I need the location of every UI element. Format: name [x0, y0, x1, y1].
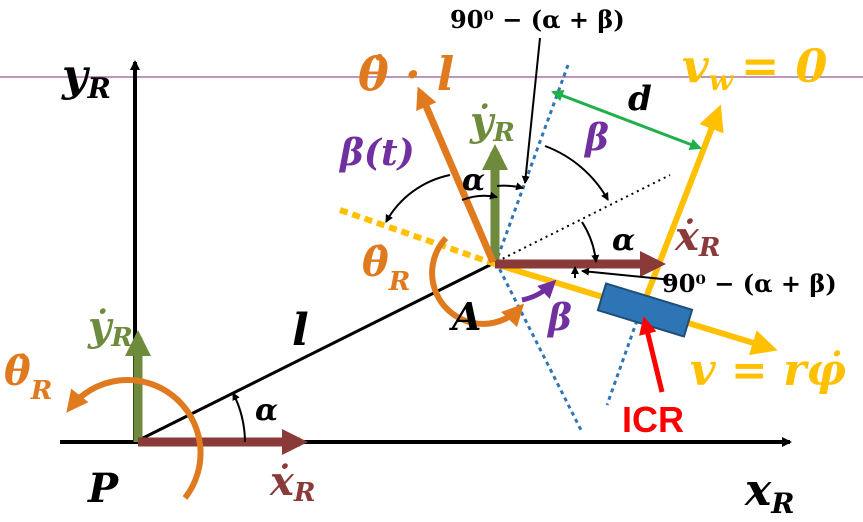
beta-t-arc	[385, 174, 451, 223]
theta-l-arrow	[416, 86, 497, 264]
thetadot-rotation-mid	[429, 235, 525, 328]
label-angle-top: 90⁰ − (α + β)	[450, 5, 625, 34]
label-l: l	[292, 305, 309, 356]
icr-arrow	[639, 316, 665, 393]
label-A: A	[449, 294, 481, 339]
line-l-extension	[491, 174, 671, 265]
label-xdot-R-bottom: ẋR	[269, 458, 315, 508]
label-alpha-bottom: α	[255, 393, 278, 428]
label-ydot-R-left: ẏR	[87, 303, 133, 353]
label-beta-t: β(t)	[338, 132, 415, 174]
thetadot-rotation-left	[66, 377, 204, 500]
label-theta-l: θ̇ · l	[358, 47, 454, 101]
alpha-arc-top	[461, 191, 498, 201]
small-arc-top	[496, 182, 524, 191]
label-y-R: yR	[61, 50, 111, 105]
alpha-arc-bottom	[232, 392, 246, 443]
label-ydot-R-top: ẏR	[469, 98, 515, 148]
label-xdot-R-right: ẋR	[674, 213, 720, 263]
label-x-R: xR	[744, 465, 795, 520]
label-alpha-top: α	[462, 163, 485, 198]
line-l	[134, 262, 493, 444]
label-thetadot-R-left: θ̇R	[4, 348, 52, 406]
alpha-arc-right	[581, 221, 600, 263]
label-v-w: vw= 0	[682, 39, 827, 97]
label-P: P	[87, 465, 120, 512]
distance-d-arrow	[551, 89, 702, 151]
label-d: d	[628, 79, 652, 119]
angle-top-pointer	[521, 37, 541, 184]
label-alpha-right: α	[612, 223, 635, 258]
label-v-eq: v = rφ̇	[690, 345, 846, 396]
label-beta-top: β	[583, 117, 609, 159]
label-thetadot-R-mid: θ̇R	[362, 239, 410, 297]
yellow-dotted-line	[339, 207, 496, 267]
label-beta-low: β	[546, 297, 572, 339]
beta-arc-top	[544, 145, 609, 201]
label-ICR: ICR	[622, 399, 684, 440]
label-angle-right: 90⁰ − (α + β)	[662, 269, 837, 298]
beta-arc-low	[521, 279, 557, 303]
angle-right-pointer	[581, 267, 673, 281]
